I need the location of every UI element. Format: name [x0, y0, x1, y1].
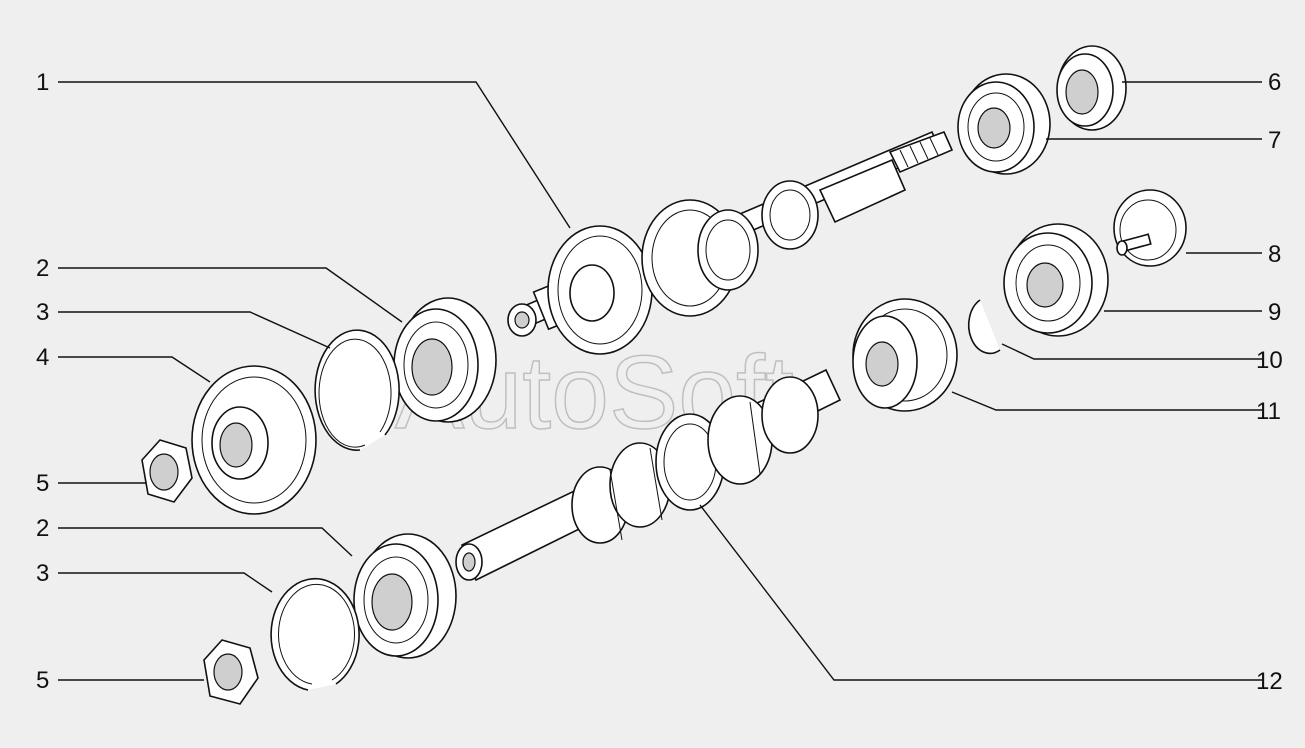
circlip-upper — [314, 329, 400, 451]
bevel-gear — [852, 298, 958, 412]
callout-4: 4 — [36, 344, 49, 371]
callout-1: 1 — [36, 69, 49, 96]
circlip-lower — [270, 577, 360, 691]
snap-ring — [967, 299, 1001, 355]
callout-2-lower: 2 — [36, 515, 49, 542]
callout-2-upper: 2 — [36, 255, 49, 282]
nut-lower — [203, 639, 259, 705]
callout-8: 8 — [1268, 241, 1281, 268]
callout-5-upper: 5 — [36, 470, 49, 497]
cover-plate — [1113, 189, 1187, 267]
leader-lines — [58, 81, 1262, 681]
nut-upper — [141, 439, 193, 503]
secondary-shaft — [455, 368, 842, 582]
callout-12: 12 — [1256, 668, 1283, 695]
callout-10: 10 — [1256, 347, 1283, 374]
bearing-upper — [393, 297, 497, 423]
bearing-lower — [353, 533, 457, 659]
callout-11: 11 — [1256, 398, 1281, 425]
callout-7: 7 — [1268, 127, 1281, 154]
callout-6: 6 — [1268, 69, 1281, 96]
callout-3-upper: 3 — [36, 299, 49, 326]
primary-shaft — [507, 130, 954, 355]
bearing-right-top — [957, 73, 1051, 175]
helical-gear — [191, 365, 317, 515]
callout-5-lower: 5 — [36, 667, 49, 694]
bearing-right-middle — [1003, 223, 1109, 337]
callout-3-lower: 3 — [36, 560, 49, 587]
callout-labels: 1 2 3 4 5 2 3 5 6 7 8 9 10 11 12 — [36, 69, 1283, 695]
oil-seal — [1056, 45, 1127, 131]
callout-9: 9 — [1268, 299, 1281, 326]
